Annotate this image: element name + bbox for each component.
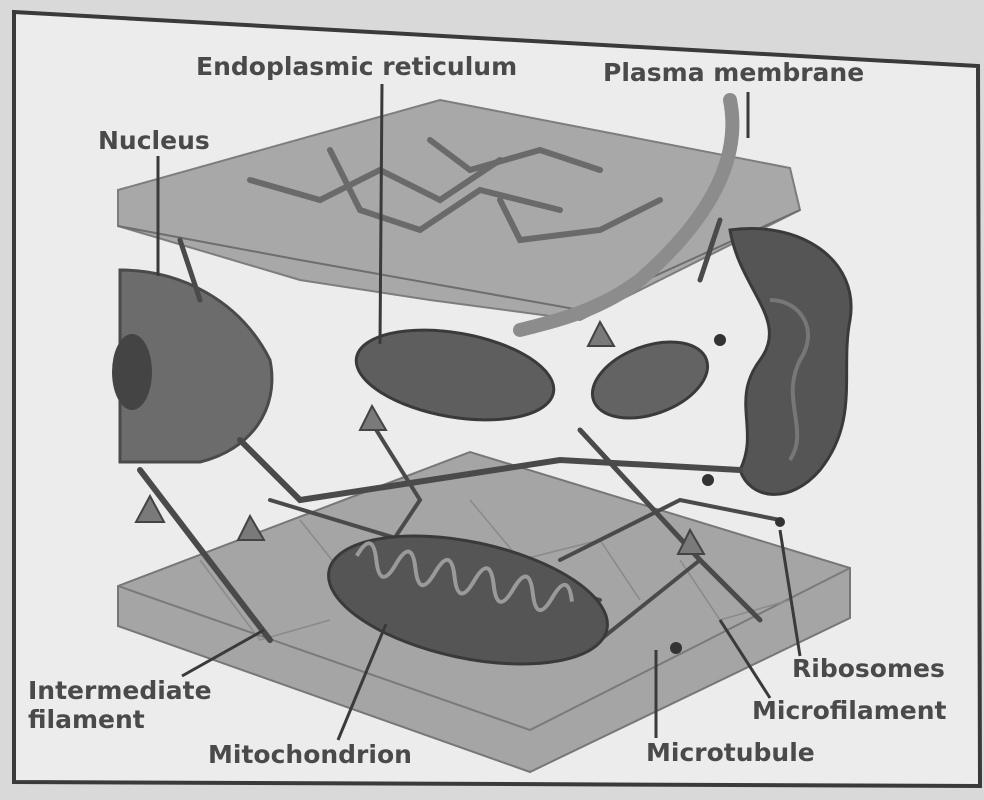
- label-mitochondrion: Mitochondrion: [208, 740, 412, 769]
- label-ribosomes: Ribosomes: [792, 654, 945, 683]
- nucleolus-shape: [112, 334, 152, 410]
- label-endoplasmic-reticulum: Endoplasmic reticulum: [196, 52, 517, 81]
- label-plasma-membrane: Plasma membrane: [603, 58, 864, 87]
- label-microtubule: Microtubule: [646, 738, 815, 767]
- label-microfilament: Microfilament: [752, 696, 947, 725]
- label-intermediate-filament: Intermediate filament: [28, 676, 248, 734]
- label-nucleus: Nucleus: [98, 126, 210, 155]
